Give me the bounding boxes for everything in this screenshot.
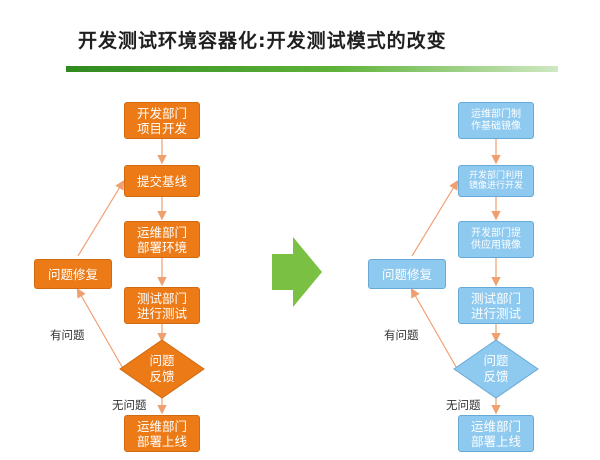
left-fix-box: 问题修复 (34, 259, 112, 289)
right-step-dev-with-image: 开发部门利用镜像进行开发 (458, 165, 534, 197)
transition-arrow-icon (272, 237, 322, 307)
left-step-develop: 开发部门项目开发 (124, 102, 200, 139)
title-underline (66, 66, 558, 72)
page-title: 开发测试环境容器化:开发测试模式的改变 (78, 30, 447, 52)
left-decision-label: 问题反馈 (149, 353, 175, 384)
right-step-app-image: 开发部门提供应用镜像 (458, 221, 534, 258)
right-fix-box: 问题修复 (368, 259, 446, 289)
left-step-deploy-env: 运维部门部署环境 (124, 221, 200, 258)
left-yes-label: 有问题 (50, 328, 85, 342)
left-no-label: 无问题 (112, 398, 147, 412)
right-decision-diamond (453, 339, 539, 399)
right-arrow-back (411, 179, 459, 257)
right-yes-label: 有问题 (384, 328, 419, 342)
left-step-baseline: 提交基线 (124, 165, 200, 197)
left-arrow-yes (76, 287, 126, 373)
right-arrow-yes (410, 287, 460, 373)
right-step-release: 运维部门部署上线 (458, 415, 534, 452)
right-no-label: 无问题 (446, 398, 481, 412)
left-step-release: 运维部门部署上线 (124, 415, 200, 452)
right-decision-label: 问题反馈 (483, 353, 509, 384)
left-decision-diamond (119, 339, 205, 399)
left-arrow-back (77, 179, 125, 257)
right-step-base-image: 运维部门制作基础镜像 (458, 102, 534, 139)
left-step-testing: 测试部门进行测试 (124, 287, 200, 324)
right-step-testing: 测试部门进行测试 (458, 287, 534, 324)
